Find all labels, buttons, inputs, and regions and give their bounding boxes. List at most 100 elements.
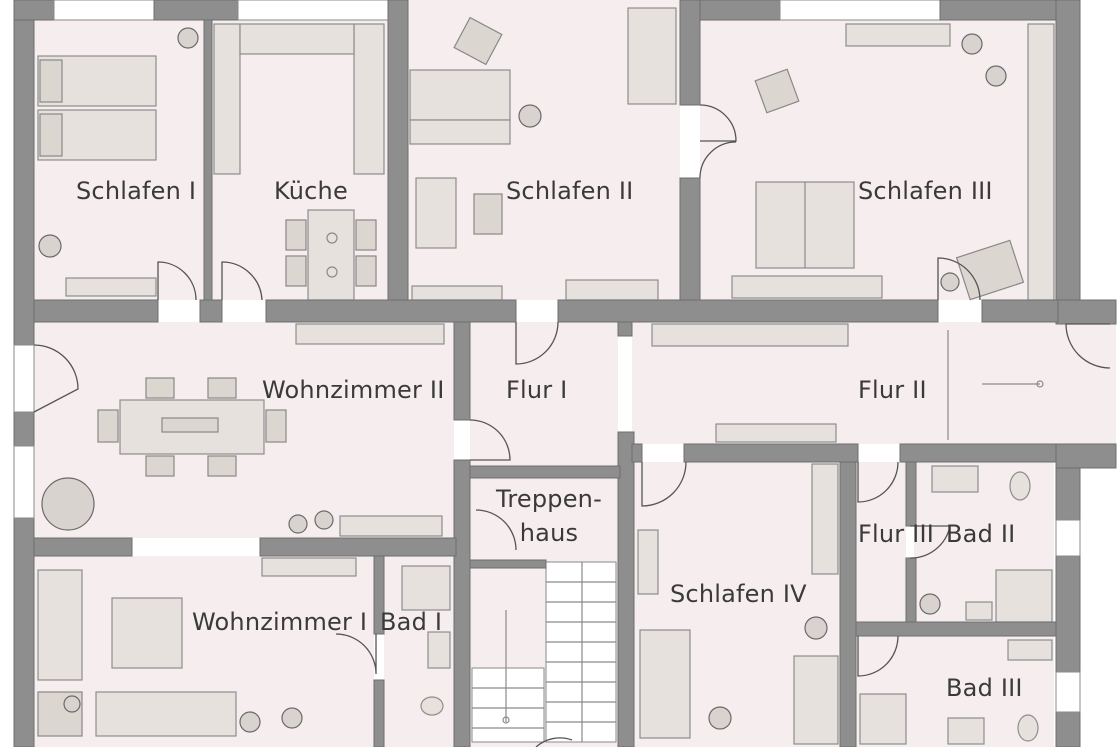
wardrobe-side: [1027, 23, 1055, 301]
wall: [699, 0, 781, 21]
wall: [13, 517, 35, 747]
furniture: [37, 7, 1055, 745]
hallway-bench: [715, 423, 837, 443]
staircase: [471, 561, 617, 743]
wall: [679, 0, 701, 106]
sink: [931, 465, 979, 493]
cabinet: [565, 279, 659, 301]
wall: [1055, 299, 1117, 325]
wall: [373, 679, 385, 747]
stair-flight-left: [471, 667, 545, 743]
lamp-icon: [326, 266, 338, 278]
wall: [453, 321, 471, 421]
door: [857, 635, 899, 677]
wardrobe: [845, 23, 951, 47]
room-label-treppenhaus-line-2: haus: [519, 519, 579, 547]
kitchen-counter-right: [353, 23, 385, 175]
sink: [947, 717, 985, 745]
bed: [627, 7, 677, 105]
dresser: [731, 275, 883, 299]
room-label-treppenhaus: Treppen- haus: [496, 482, 602, 550]
plant-icon: [239, 711, 261, 733]
dining-table: [307, 209, 355, 301]
door: [909, 525, 951, 559]
plant-icon: [985, 65, 1007, 87]
chair: [355, 255, 377, 287]
wall: [617, 321, 633, 337]
room-label-bad-3: Bad III: [946, 674, 1023, 702]
door: [937, 257, 981, 301]
chair: [355, 219, 377, 251]
wall: [153, 0, 239, 21]
door: [699, 141, 737, 179]
cabinet: [965, 601, 993, 621]
chair: [265, 409, 287, 443]
wall: [839, 461, 857, 747]
plant-icon: [314, 510, 334, 530]
room-label-schlafen-3: Schlafen III: [858, 177, 993, 205]
toilet: [1009, 471, 1031, 501]
armchair: [955, 239, 1025, 301]
wall: [387, 0, 409, 301]
plant-icon: [63, 695, 81, 713]
chair: [145, 377, 175, 399]
hallway-cabinet: [651, 323, 849, 347]
wall: [905, 557, 917, 629]
sink: [427, 631, 451, 669]
door: [535, 737, 573, 747]
wall: [373, 555, 385, 635]
kitchen-counter-left: [213, 23, 241, 175]
shower: [995, 569, 1053, 623]
door: [475, 509, 517, 551]
room-label-bad-2: Bad II: [946, 520, 1016, 548]
wall: [469, 559, 547, 569]
room-label-flur-1: Flur I: [506, 376, 568, 404]
cabinet: [1007, 639, 1053, 661]
chair: [285, 219, 307, 251]
wall: [939, 0, 1057, 21]
toilet: [1017, 714, 1039, 742]
room-label-schlafen-1: Schlafen I: [76, 177, 197, 205]
window: [13, 445, 35, 519]
armchair: [453, 16, 503, 66]
room-label-flur-3: Flur III: [858, 520, 935, 548]
kitchen-counter-top: [239, 23, 355, 55]
shelf: [637, 529, 659, 595]
room-label-bad-1: Bad I: [380, 608, 443, 636]
door: [699, 104, 737, 142]
plant-icon: [177, 27, 199, 49]
room-label-wohnzimmer-2: Wohnzimmer II: [262, 376, 445, 404]
wall: [855, 621, 1057, 637]
door: [515, 321, 559, 365]
wall: [631, 443, 643, 463]
wall: [203, 19, 213, 301]
wall: [1055, 443, 1117, 469]
pillow: [39, 113, 63, 157]
sideboard: [295, 323, 445, 345]
wall: [899, 443, 1057, 463]
sideboard: [65, 277, 157, 297]
wall: [33, 299, 159, 323]
bed: [639, 629, 691, 739]
sofa-left: [37, 569, 83, 681]
wall: [1055, 0, 1081, 301]
wall: [259, 537, 457, 557]
window: [237, 0, 389, 21]
wall: [905, 461, 917, 527]
door: [157, 261, 197, 301]
wall: [679, 177, 701, 301]
wardrobe: [811, 463, 839, 575]
sideboard: [261, 557, 357, 577]
plant-icon: [38, 234, 62, 258]
door: [469, 419, 511, 461]
floor-flur-1: [470, 322, 618, 468]
desk: [409, 69, 511, 121]
wall: [33, 537, 133, 557]
door: [857, 461, 899, 503]
wall: [469, 465, 621, 479]
low-shelf: [411, 285, 503, 301]
room-label-wohnzimmer-1: Wohnzimmer I: [192, 608, 368, 636]
plant-icon: [919, 593, 941, 615]
shelf: [409, 119, 511, 145]
